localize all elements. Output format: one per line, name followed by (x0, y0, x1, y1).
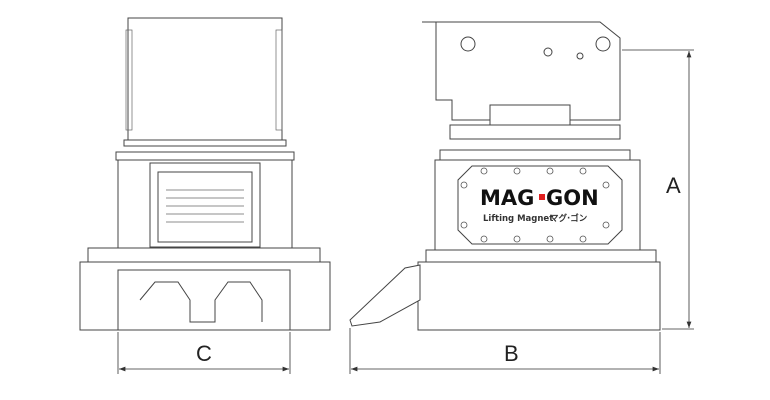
dimension-c: C (117, 332, 291, 374)
housing-rail-right (275, 29, 283, 131)
housing-flange (123, 139, 287, 147)
nameplate-bolts (460, 167, 610, 243)
base-plate-side (417, 261, 661, 331)
nameplate-front (157, 171, 253, 243)
swivel-block (489, 104, 571, 126)
pin-hole-right (595, 36, 611, 52)
tagline-jp: マグ·ゴン (550, 213, 588, 224)
brand-logo-dot (539, 194, 545, 200)
pin-hole-left (460, 36, 476, 52)
housing-rail-left (125, 29, 133, 131)
lower-plate (87, 247, 321, 263)
front-view (79, 17, 331, 331)
dimension-a-label: A (666, 173, 681, 198)
bracket-hole (576, 52, 584, 60)
brand-logo-left: MAG (480, 186, 534, 210)
body-top-flange-side (439, 149, 631, 161)
dimension-b-label: B (504, 341, 519, 366)
pole-profile (139, 281, 263, 323)
nameplate (457, 165, 623, 245)
side-view: MAG GON Lifting Magnet マグ·ゴン (349, 21, 661, 331)
lower-plate-side (425, 249, 657, 263)
blade (349, 264, 421, 327)
dimension-b: B (349, 328, 661, 374)
tagline: Lifting Magnet (483, 214, 553, 224)
dimension-a: A (622, 49, 694, 330)
bracket-hole (543, 47, 553, 57)
mount-plate (449, 124, 621, 140)
body-top-flange (115, 151, 295, 161)
dimension-c-label: C (196, 341, 212, 366)
nameplate-text-lines (166, 189, 244, 223)
brand-logo-right: GON (546, 186, 599, 210)
top-housing (127, 17, 283, 141)
